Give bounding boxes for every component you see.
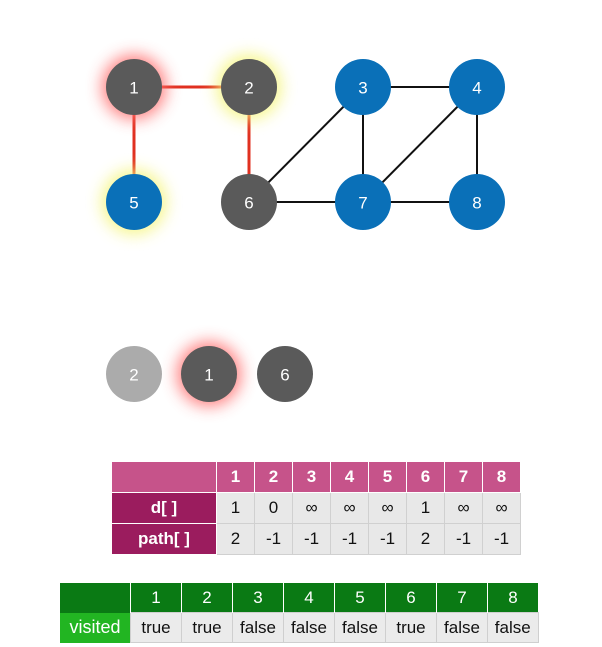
visited-header-cell: 2 [181,583,233,613]
visited-cell: false [283,612,335,643]
table-header-row: 1 2 3 4 5 6 7 8 [111,461,521,493]
table-header-cell: 3 [292,461,331,493]
stack-nodes: 2 1 6 [106,342,313,406]
visited-header-cell: 5 [334,583,386,613]
graph-node-label: 4 [472,79,481,98]
d-cell: 1 [406,492,445,524]
graph-node-3: 3 [335,59,391,115]
path-row-label: path[ ] [111,523,217,555]
graph-node-label: 5 [129,194,138,213]
graph-node-circle [449,59,505,115]
d-row-label: d[ ] [111,492,217,524]
path-cell: 2 [216,523,255,555]
d-cell: ∞ [444,492,483,524]
visited-header-row: 1 2 3 4 5 6 7 8 [60,583,538,613]
path-cell: -1 [292,523,331,555]
path-cell: 2 [406,523,445,555]
path-cell: -1 [444,523,483,555]
graph-node-label: 2 [244,79,253,98]
visited-row-label: visited [60,612,131,643]
graph-node-circle [221,174,277,230]
d-row: d[ ] 1 0 ∞ ∞ ∞ 1 ∞ ∞ [111,492,521,524]
graph-node-label: 1 [129,79,138,98]
visited-cell: false [232,612,284,643]
path-row: path[ ] 2 -1 -1 -1 -1 2 -1 -1 [111,523,521,555]
stack-item-6: 6 [257,346,313,402]
graph-node-circle [335,59,391,115]
d-cell: ∞ [330,492,369,524]
table-header-cell: 7 [444,461,483,493]
visited-cell: true [181,612,233,643]
graph-node-circle [106,59,162,115]
d-cell: 1 [216,492,255,524]
graph-node-label: 3 [358,79,367,98]
graph-node-5: 5 [102,170,166,234]
stack-item-1: 1 [177,342,241,406]
graph-node-label: 8 [472,194,481,213]
graph-diagram: 1 2 3 4 5 6 7 8 2 1 6 [102,55,505,406]
visited-header-cell: 8 [487,583,538,613]
graph-node-8: 8 [449,174,505,230]
visited-cell: true [385,612,437,643]
graph-node-circle [221,59,277,115]
visited-header-cell: 7 [436,583,488,613]
stack-item-circle [257,346,313,402]
stack-item-label: 2 [129,366,138,385]
graph-nodes: 1 2 3 4 5 6 7 8 [102,55,505,234]
path-cell: -1 [482,523,521,555]
path-cell: -1 [330,523,369,555]
table-header-cell: 6 [406,461,445,493]
graph-node-6: 6 [221,174,277,230]
stack-item-label: 1 [204,366,213,385]
visited-cell: false [436,612,488,643]
stack-item-label: 6 [280,366,289,385]
graph-edges [132,85,478,203]
d-cell: ∞ [292,492,331,524]
table-header-cell: 5 [368,461,407,493]
stack-item-circle [181,346,237,402]
distance-path-table: 1 2 3 4 5 6 7 8 d[ ] 1 0 ∞ ∞ ∞ 1 ∞ ∞ pat… [111,461,521,555]
visited-table: 1 2 3 4 5 6 7 8 visited true true false … [60,583,539,643]
graph-node-label: 7 [358,194,367,213]
visited-cell: false [487,612,539,643]
table-header-cell: 1 [216,461,255,493]
visited-header-cell: 3 [232,583,284,613]
visited-header-cell: 1 [130,583,182,613]
table-header-cell: 2 [254,461,293,493]
graph-node-circle [449,174,505,230]
visited-cell: false [334,612,386,643]
d-cell: 0 [254,492,293,524]
d-cell: ∞ [482,492,521,524]
graph-node-2: 2 [217,55,281,119]
table-corner [111,461,217,493]
visited-corner [60,583,131,613]
table-header-cell: 8 [482,461,521,493]
path-cell: -1 [254,523,293,555]
graph-node-7: 7 [335,174,391,230]
graph-node-label: 6 [244,194,253,213]
graph-node-circle [335,174,391,230]
table-header-cell: 4 [330,461,369,493]
visited-header-cell: 4 [283,583,335,613]
visited-cell: true [130,612,182,643]
graph-node-1: 1 [102,55,166,119]
d-cell: ∞ [368,492,407,524]
stack-item-circle [106,346,162,402]
graph-node-4: 4 [449,59,505,115]
stack-item-2: 2 [106,346,162,402]
path-cell: -1 [368,523,407,555]
visited-header-cell: 6 [385,583,437,613]
visited-row: visited true true false false false true… [60,612,539,643]
graph-node-circle [106,174,162,230]
